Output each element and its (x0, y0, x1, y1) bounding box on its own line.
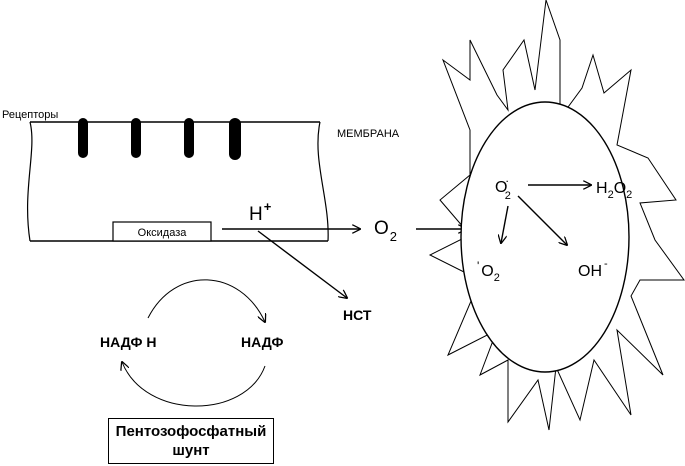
respiratory-burst (428, 0, 685, 431)
receptor (131, 118, 141, 158)
superoxide-label: O.2 (495, 171, 511, 202)
receptor (229, 118, 241, 160)
receptor (184, 118, 194, 158)
receptors-label: Рецепторы (2, 109, 58, 121)
arrow-to-nst (257, 230, 347, 298)
o2-label: O2 (374, 218, 397, 244)
receptor (78, 118, 88, 158)
arrow-to-oh (517, 195, 567, 245)
oxidase-label: Оксидаза (138, 227, 188, 239)
oh-label: OH- (578, 258, 608, 280)
nst-label: НСТ (343, 307, 372, 323)
cycle-arrow-bottom (122, 362, 266, 407)
nadph-h-label: НАДФ Н (100, 334, 156, 350)
h2o2-label: H2O2 (596, 180, 632, 201)
oxidase-box (112, 221, 212, 242)
membrane-left-edge (27, 121, 33, 242)
nadp-label: НАДФ (241, 334, 284, 350)
shunt-line-2: шунт (172, 442, 210, 459)
cycle-arrow-top (147, 279, 265, 322)
receptors (78, 118, 241, 160)
arrow-to-singlet-o2 (501, 205, 509, 243)
membrane-right-edge (317, 121, 329, 242)
pentose-shunt-box: Пентозофосфатный шунт (108, 418, 274, 464)
h-plus-label: H+ (249, 199, 272, 225)
shunt-line-1: Пентозофосфатный (115, 423, 267, 440)
burst-circle (460, 101, 630, 373)
membrane-label: МЕМБРАНА (337, 128, 400, 140)
singlet-o2-label: 'O2 (477, 259, 500, 284)
